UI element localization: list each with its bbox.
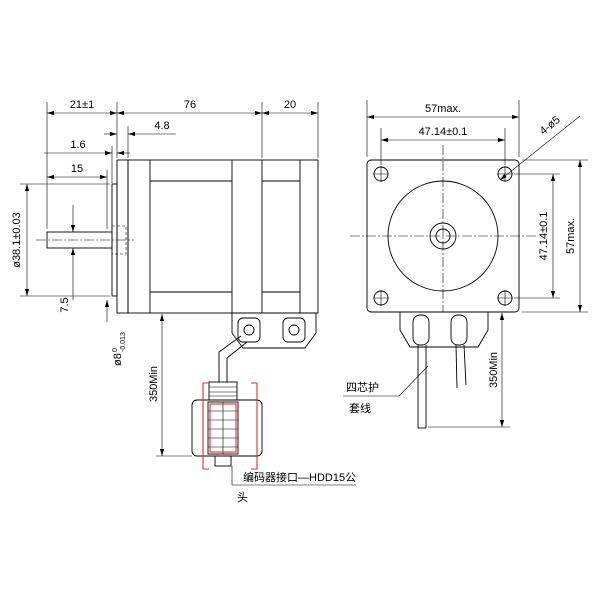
encoder-cable xyxy=(218,335,242,382)
dim-hole-spacing-horizontal: 47.14±0.1 xyxy=(419,126,468,138)
connector-strain-relief xyxy=(208,381,238,401)
gland-port-hole xyxy=(288,324,300,336)
encoder-lead-cable xyxy=(463,344,467,386)
dim-lead-length: 350Min xyxy=(488,352,500,388)
dim-flat-depth: 7.5 xyxy=(59,297,71,312)
gland-port xyxy=(450,314,468,346)
dim-flange-thickness: 4.8 xyxy=(154,120,169,132)
dim-shaft-diameter: ø8 xyxy=(112,353,124,366)
connector-label-line2: 头 xyxy=(237,491,248,504)
connector-screw-lock xyxy=(214,455,232,467)
dim-shaft-diameter-group: ø8 0 -0.013 xyxy=(108,332,127,366)
dim-lead-length: 350Min xyxy=(148,366,160,402)
gland-port xyxy=(237,317,261,343)
encoder-cable xyxy=(226,341,248,382)
dim-body-length: 76 xyxy=(184,99,196,111)
lead-label-line1: 四芯护 xyxy=(346,380,379,394)
motor-body xyxy=(127,159,319,314)
connector-highlight-right xyxy=(251,382,258,470)
connector-highlight-left xyxy=(202,382,209,470)
lead-label-leader xyxy=(343,365,429,397)
connector-label-line1: 编码器接口—HDD15公 xyxy=(243,470,356,484)
dim-shaft-length: 21±1 xyxy=(70,99,94,111)
cable-gland xyxy=(399,311,489,348)
dim-rear-length: 20 xyxy=(284,99,296,111)
encoder-lead-cable xyxy=(455,344,458,389)
cable-gland xyxy=(231,312,317,349)
gland-port xyxy=(282,317,306,343)
dim-shaft-tolerance-lower: -0.013 xyxy=(120,332,127,352)
gland-port xyxy=(412,314,430,346)
dim-flat-length: 15 xyxy=(71,163,83,175)
connector-label-leader xyxy=(231,466,356,486)
connector-highlight-inner xyxy=(209,403,237,453)
holes-leader-line xyxy=(499,115,581,181)
dim-hole-spacing-vertical: 47.14±0.1 xyxy=(538,212,550,261)
dim-height: 57max. xyxy=(565,218,577,254)
dim-holes: 4-ø5 xyxy=(538,114,563,138)
lead-label-line2: 套线 xyxy=(349,401,371,415)
gland-port-hole xyxy=(243,324,255,336)
dim-width: 57max. xyxy=(425,103,461,115)
end-view: 57max. 47.14±0.1 4-ø5 47.14±0.1 57max. 3… xyxy=(343,100,588,429)
side-view: 21±1 76 20 4.8 1.6 15 ø38.1±0.03 7.5 ø8 … xyxy=(11,99,356,504)
dim-shaft-tolerance-upper: 0 xyxy=(112,348,119,352)
dim-pilot-diameter: ø38.1±0.03 xyxy=(11,212,23,268)
front-flange xyxy=(116,159,129,314)
dim-pilot-depth: 1.6 xyxy=(70,139,85,151)
